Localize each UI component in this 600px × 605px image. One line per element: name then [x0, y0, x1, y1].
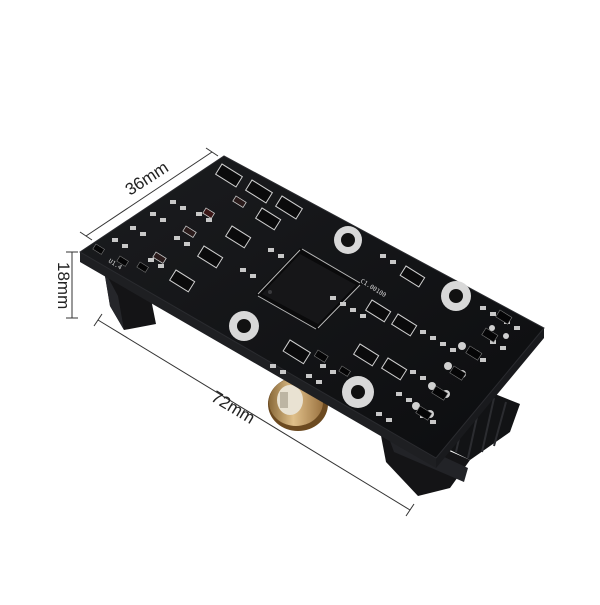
- dimension-length-label: 72mm: [208, 387, 258, 428]
- pin-header-left: [104, 270, 156, 330]
- dimension-width-label: 36mm: [122, 158, 172, 200]
- mounting-hole-2: [441, 281, 471, 311]
- mounting-hole-1: [334, 226, 362, 254]
- diodes: [152, 195, 247, 264]
- microcontroller-chip: [256, 248, 362, 330]
- dimension-height-label: 18mm: [54, 262, 73, 309]
- mounting-hole-3: [229, 311, 259, 341]
- sot-components: [168, 163, 426, 381]
- smd-components: [92, 243, 513, 421]
- dimension-height: 18mm: [54, 251, 78, 319]
- pcb-edge: [80, 252, 436, 468]
- mounting-hole-4: [342, 376, 374, 408]
